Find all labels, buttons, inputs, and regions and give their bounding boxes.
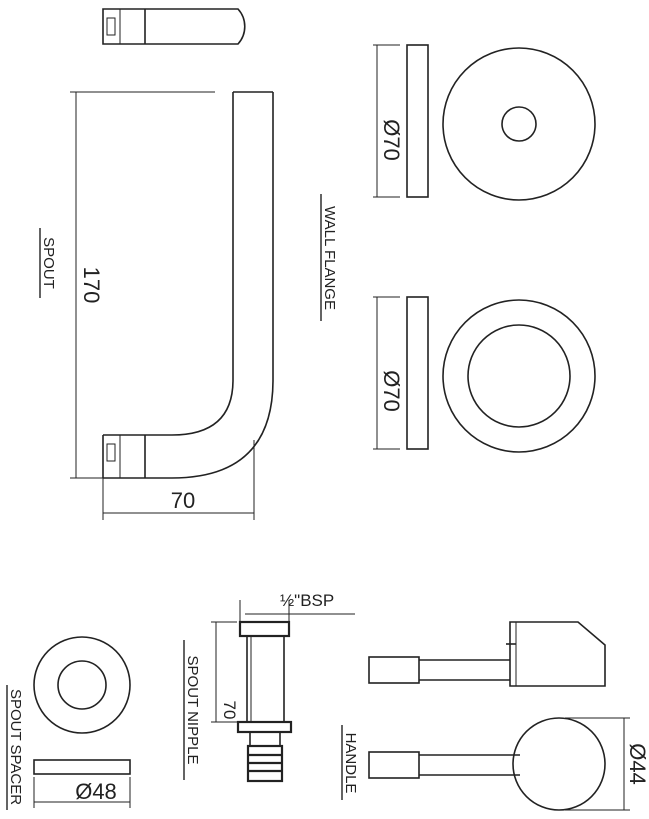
wall-flange-bottom: Ø70 bbox=[373, 296, 596, 453]
handle-label: HANDLE bbox=[342, 733, 359, 794]
flange-top-diameter-label: Ø70 bbox=[379, 119, 404, 161]
nipple-thread-label: ½"BSP bbox=[280, 591, 334, 610]
wall-flange-top: Ø70 bbox=[373, 44, 596, 201]
flange-bottom-diameter-label: Ø70 bbox=[379, 370, 404, 412]
spout-height-dimension: 170 bbox=[70, 91, 215, 479]
spout-top-view bbox=[102, 8, 246, 45]
spout-spacer: Ø48 SPOUT SPACER bbox=[6, 636, 131, 810]
spout-width-dimension: 70 bbox=[102, 440, 255, 520]
handle-top-view: HANDLE Ø44 bbox=[341, 717, 649, 811]
spout-side-view bbox=[102, 91, 274, 479]
handle-diameter-label: Ø44 bbox=[625, 743, 649, 785]
spacer-diameter-label: Ø48 bbox=[75, 779, 117, 804]
spout-nipple: SPOUT NIPPLE ½"BSP 70 bbox=[183, 591, 355, 783]
spout-spacer-label: SPOUT SPACER bbox=[7, 689, 24, 805]
handle-side-view bbox=[368, 621, 606, 687]
nipple-length-label: 70 bbox=[220, 701, 239, 720]
spout-label-group: SPOUT bbox=[39, 228, 57, 298]
spout-height-label: 170 bbox=[79, 267, 104, 304]
spout-width-label: 70 bbox=[171, 488, 195, 513]
spout-nipple-label: SPOUT NIPPLE bbox=[184, 656, 201, 765]
wall-flange-label-group: WALL FLANGE bbox=[320, 194, 338, 321]
wall-flange-label: WALL FLANGE bbox=[321, 206, 338, 310]
spout-label: SPOUT bbox=[40, 237, 57, 289]
